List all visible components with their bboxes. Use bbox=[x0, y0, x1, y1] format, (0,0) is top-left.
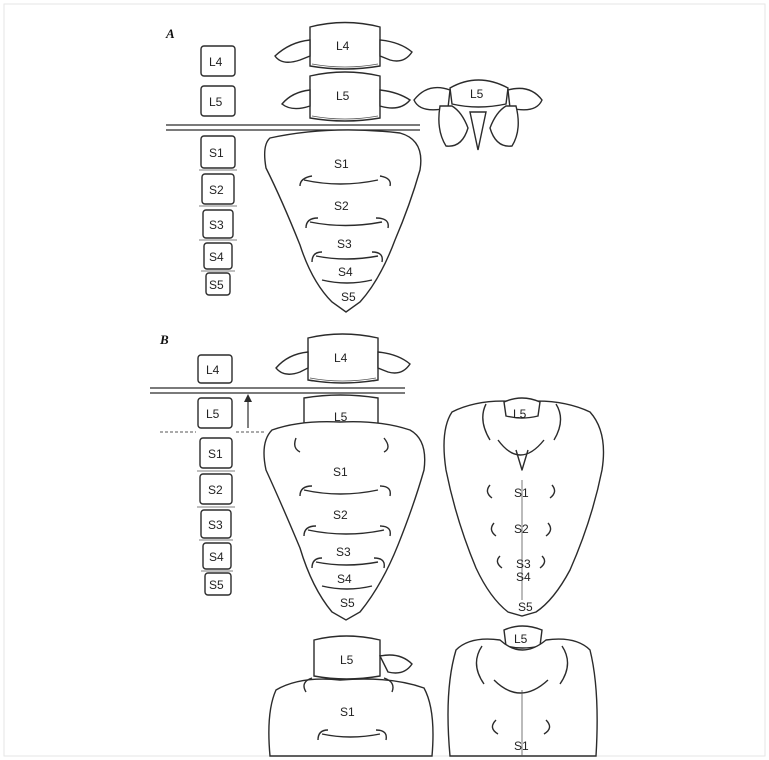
panel-b-col-s2: S2 bbox=[208, 483, 223, 497]
panel-a-sacrum-s3: S3 bbox=[337, 237, 352, 251]
panel-b-lumbar-vertebra: L4 bbox=[276, 334, 410, 383]
panel-a-lumbar-vertebrae: L4 L5 bbox=[275, 23, 412, 122]
panel-a-col-s4: S4 bbox=[209, 250, 224, 264]
panel-a-vertebral-column: L4 L5 S1 S2 S3 S4 S5 bbox=[199, 46, 237, 295]
panel-a-top-l5: L5 bbox=[470, 87, 484, 101]
panel-b-posterior-s5: S5 bbox=[518, 600, 533, 614]
panel-a-col-l5: L5 bbox=[209, 95, 223, 109]
panel-b-bottom-right-l5: L5 bbox=[514, 632, 528, 646]
figure-border bbox=[4, 4, 765, 756]
panel-a-sacrum-s4: S4 bbox=[338, 265, 353, 279]
panel-b-bottom-left-l5: L5 bbox=[340, 653, 354, 667]
panel-b-posterior-s2: S2 bbox=[514, 522, 529, 536]
panel-b-col-s4: S4 bbox=[209, 550, 224, 564]
panel-b-bottom-left-s1: S1 bbox=[340, 705, 355, 719]
panel-label-b: B bbox=[159, 332, 169, 347]
panel-a-col-s2: S2 bbox=[209, 183, 224, 197]
panel-a-l5-top-view: L5 bbox=[414, 80, 542, 150]
panel-b-sacrum-s5: S5 bbox=[340, 596, 355, 610]
panel-a-sacrum-s5: S5 bbox=[341, 290, 356, 304]
panel-label-a: A bbox=[165, 26, 175, 41]
panel-a-sacrum-s1: S1 bbox=[334, 157, 349, 171]
panel-a-col-s3: S3 bbox=[209, 218, 224, 232]
panel-a-sacrum: S1 S2 S3 S4 S5 bbox=[265, 130, 421, 312]
panel-b-col-l5: L5 bbox=[206, 407, 220, 421]
panel-b-col-s1: S1 bbox=[208, 447, 223, 461]
panel-b-col-s5: S5 bbox=[209, 578, 224, 592]
panel-b-side-l4: L4 bbox=[334, 351, 348, 365]
panel-a-level-line bbox=[166, 125, 420, 130]
panel-b-arrow bbox=[244, 394, 252, 428]
panel-b-sacrum-s3: S3 bbox=[336, 545, 351, 559]
panel-b-bottom-right: L5 S1 bbox=[448, 626, 597, 756]
panel-b-bottom-left: L5 S1 bbox=[269, 636, 433, 756]
panel-b-col-l4: L4 bbox=[206, 363, 220, 377]
panel-b-posterior-l5: L5 bbox=[513, 407, 527, 421]
panel-b-sacrum-s2: S2 bbox=[333, 508, 348, 522]
panel-b-sacrum-s4: S4 bbox=[337, 572, 352, 586]
panel-b-vertebral-column: L4 L5 S1 S2 S3 S4 S5 bbox=[197, 355, 235, 595]
panel-a-col-s5: S5 bbox=[209, 278, 224, 292]
panel-b-posterior-s3: S3 bbox=[516, 557, 531, 571]
panel-b-col-s3: S3 bbox=[208, 518, 223, 532]
panel-a-side-l5: L5 bbox=[336, 89, 350, 103]
panel-b-sacrum-l5: L5 bbox=[334, 410, 348, 424]
panel-b-posterior-s4: S4 bbox=[516, 570, 531, 584]
panel-b-posterior-s1: S1 bbox=[514, 486, 529, 500]
panel-b-sacrum: L5 S1 S2 S3 S4 S5 bbox=[264, 395, 425, 620]
panel-a-side-l4: L4 bbox=[336, 39, 350, 53]
panel-a-col-s1: S1 bbox=[209, 146, 224, 160]
panel-b-bottom-right-s1: S1 bbox=[514, 739, 529, 753]
panel-a-sacrum-s2: S2 bbox=[334, 199, 349, 213]
panel-b-sacrum-s1: S1 bbox=[333, 465, 348, 479]
panel-a-col-l4: L4 bbox=[209, 55, 223, 69]
panel-b-posterior-sacrum: L5 S1 S2 S3 S4 S5 bbox=[444, 398, 604, 616]
